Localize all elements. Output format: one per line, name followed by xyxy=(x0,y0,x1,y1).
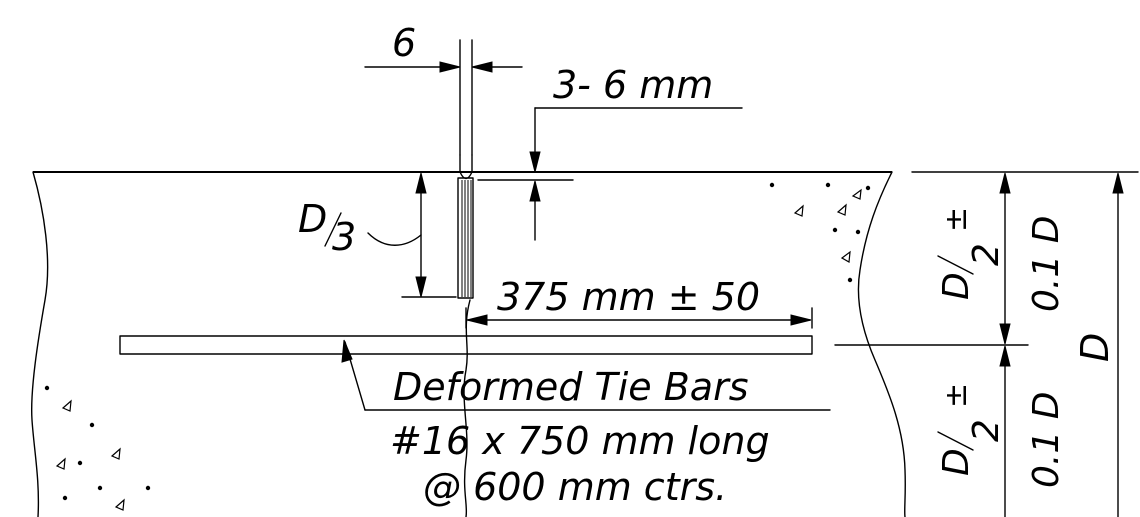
tie-bar xyxy=(119,335,813,355)
groove-width-dimension: 6 xyxy=(364,21,523,73)
slab-left-break-line xyxy=(31,171,49,517)
sawcut-depth-dimension: D 3 xyxy=(298,172,457,298)
sawcut-depth-denominator: 3 xyxy=(332,215,356,259)
upper-half-numerator: D xyxy=(936,272,977,300)
total-depth-label: D xyxy=(1073,333,1117,362)
lower-half-plusminus: ± xyxy=(939,383,974,408)
lower-half-numerator: D xyxy=(936,448,977,476)
groove-depth-dimension: 3- 6 mm xyxy=(477,63,743,241)
sawcut-depth-numerator: D xyxy=(298,197,327,241)
note-line-2: #16 x 750 mm long xyxy=(390,419,770,463)
saw-cut-groove xyxy=(457,39,474,299)
aggregate-texture-lower-left xyxy=(44,385,151,511)
slab-outline xyxy=(31,171,906,517)
aggregate-texture-upper-right xyxy=(769,182,871,283)
lower-half-denominator: 2 xyxy=(966,419,1007,442)
tie-bar-note: Deformed Tie Bars #16 x 750 mm long @ 60… xyxy=(390,365,770,509)
groove-depth-label: 3- 6 mm xyxy=(553,63,713,107)
upper-half-tolerance: 0.1 D xyxy=(1026,216,1067,312)
lower-half-tolerance-label: 0.1 D xyxy=(1026,392,1067,488)
upper-half-fraction: D 2 ± xyxy=(936,207,1007,300)
lower-half-tolerance: 0.1 D xyxy=(1026,392,1067,488)
tie-bar-leader xyxy=(341,339,831,411)
upper-half-denominator: 2 xyxy=(966,243,1007,266)
depth-dimensions-right xyxy=(834,171,1139,517)
groove-width-label: 6 xyxy=(392,21,416,65)
upper-half-plusminus: ± xyxy=(939,207,974,232)
bar-embedment-dimension: 375 mm ± 50 xyxy=(465,275,813,329)
lower-half-fraction: D 2 ± xyxy=(936,383,1007,476)
upper-half-tolerance-label: 0.1 D xyxy=(1026,216,1067,312)
note-line-1: Deformed Tie Bars xyxy=(393,365,749,409)
total-depth: D xyxy=(1073,333,1117,362)
note-line-3: @ 600 mm ctrs. xyxy=(423,465,727,509)
bar-embedment-label: 375 mm ± 50 xyxy=(497,275,760,319)
slab-right-break-line xyxy=(857,171,906,517)
